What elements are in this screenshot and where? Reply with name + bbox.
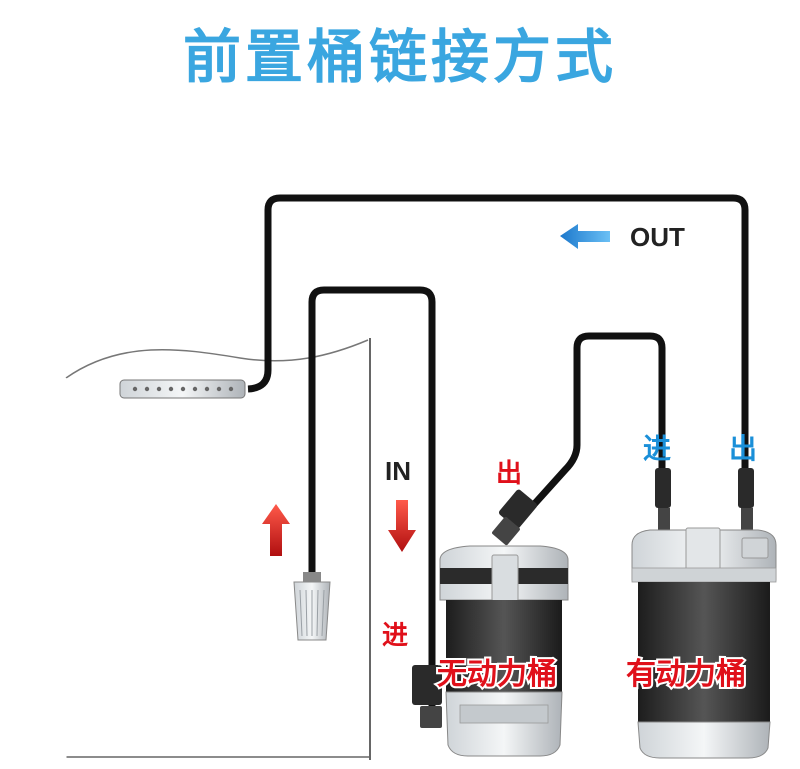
intake-strainer [293, 572, 331, 641]
prefilter-out-label: 出 [496, 459, 522, 489]
canister-in-label: 进 [643, 432, 671, 465]
left-arrow-icon [560, 224, 610, 249]
outflow-tube [247, 194, 749, 520]
canister-out-label: 出 [729, 432, 757, 465]
in-label: IN [385, 456, 411, 486]
up-arrow-icon [262, 504, 290, 556]
down-arrow-icon [388, 500, 416, 552]
aquarium [65, 338, 371, 760]
powered-canister [631, 468, 777, 759]
spray-bar [119, 379, 246, 399]
canister-name-label: 有动力桶 [626, 657, 746, 692]
prefilter-in-label: 进 [382, 621, 408, 651]
water-surface [65, 339, 369, 379]
link-tube [517, 332, 666, 523]
prefilter-canister [412, 489, 569, 757]
prefilter-name-label: 无动力桶 [437, 657, 557, 692]
page-title: 前置桶链接方式 [182, 23, 617, 91]
intake-tube [308, 286, 436, 720]
prefilter-out-connector [492, 489, 538, 546]
out-label: OUT [630, 222, 685, 252]
